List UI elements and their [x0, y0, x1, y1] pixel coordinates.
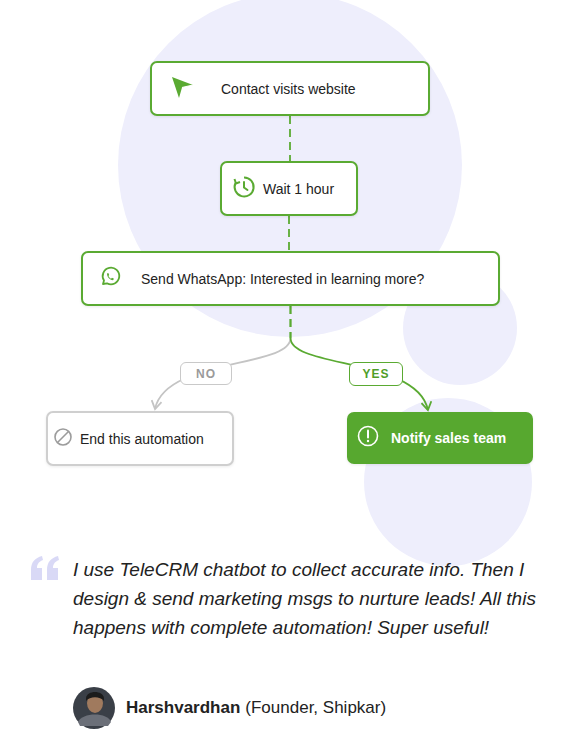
quote-mark	[31, 556, 59, 580]
avatar-circle	[73, 687, 115, 729]
testimonial-quote: I use TeleCRM chatbot to collect accurat…	[73, 555, 545, 642]
avatar	[73, 687, 115, 729]
flow-connector	[291, 306, 428, 410]
edge-label: YES	[349, 362, 403, 386]
author-name: Harshvardhan	[126, 698, 240, 718]
node-text: Contact visits website	[221, 81, 356, 97]
dashed-line	[290, 306, 292, 338]
avatar-shirt	[78, 715, 111, 727]
node-text: Notify sales team	[391, 430, 506, 446]
trigger-box: Contact visits website	[150, 61, 430, 116]
node-text: End this automation	[80, 431, 204, 447]
avatar-face	[87, 693, 103, 713]
ban-icon	[53, 427, 73, 451]
avatar-hair	[86, 692, 104, 701]
clock-icon	[232, 175, 256, 203]
wa-icon	[99, 266, 121, 292]
delay-box: Wait 1 hour	[220, 161, 358, 216]
author-role: (Founder, Shipkar)	[245, 698, 386, 718]
dashed-line	[288, 216, 290, 251]
branch-line	[155, 338, 290, 409]
end-box: End this automation	[46, 411, 234, 466]
author-line: Harshvardhan(Founder, Shipkar)	[126, 696, 386, 720]
flow-connector	[155, 306, 290, 409]
node-text: Send WhatsApp: Interested in learning mo…	[141, 271, 424, 287]
dashed-line	[289, 116, 291, 161]
edge-label: NO	[180, 362, 232, 385]
quote-mark-part	[47, 556, 59, 580]
action-box: Notify sales team	[347, 412, 533, 464]
flow-connector	[289, 216, 290, 251]
backdrop-circle	[118, 0, 462, 337]
message-box: Send WhatsApp: Interested in learning mo…	[81, 251, 500, 306]
dashed-line	[290, 306, 292, 338]
node-text: Wait 1 hour	[263, 181, 334, 197]
quote-mark-part	[31, 556, 43, 580]
excl-icon	[357, 425, 379, 451]
branch-line	[291, 338, 428, 410]
plane-icon	[169, 74, 195, 104]
flow-connector	[290, 116, 291, 161]
